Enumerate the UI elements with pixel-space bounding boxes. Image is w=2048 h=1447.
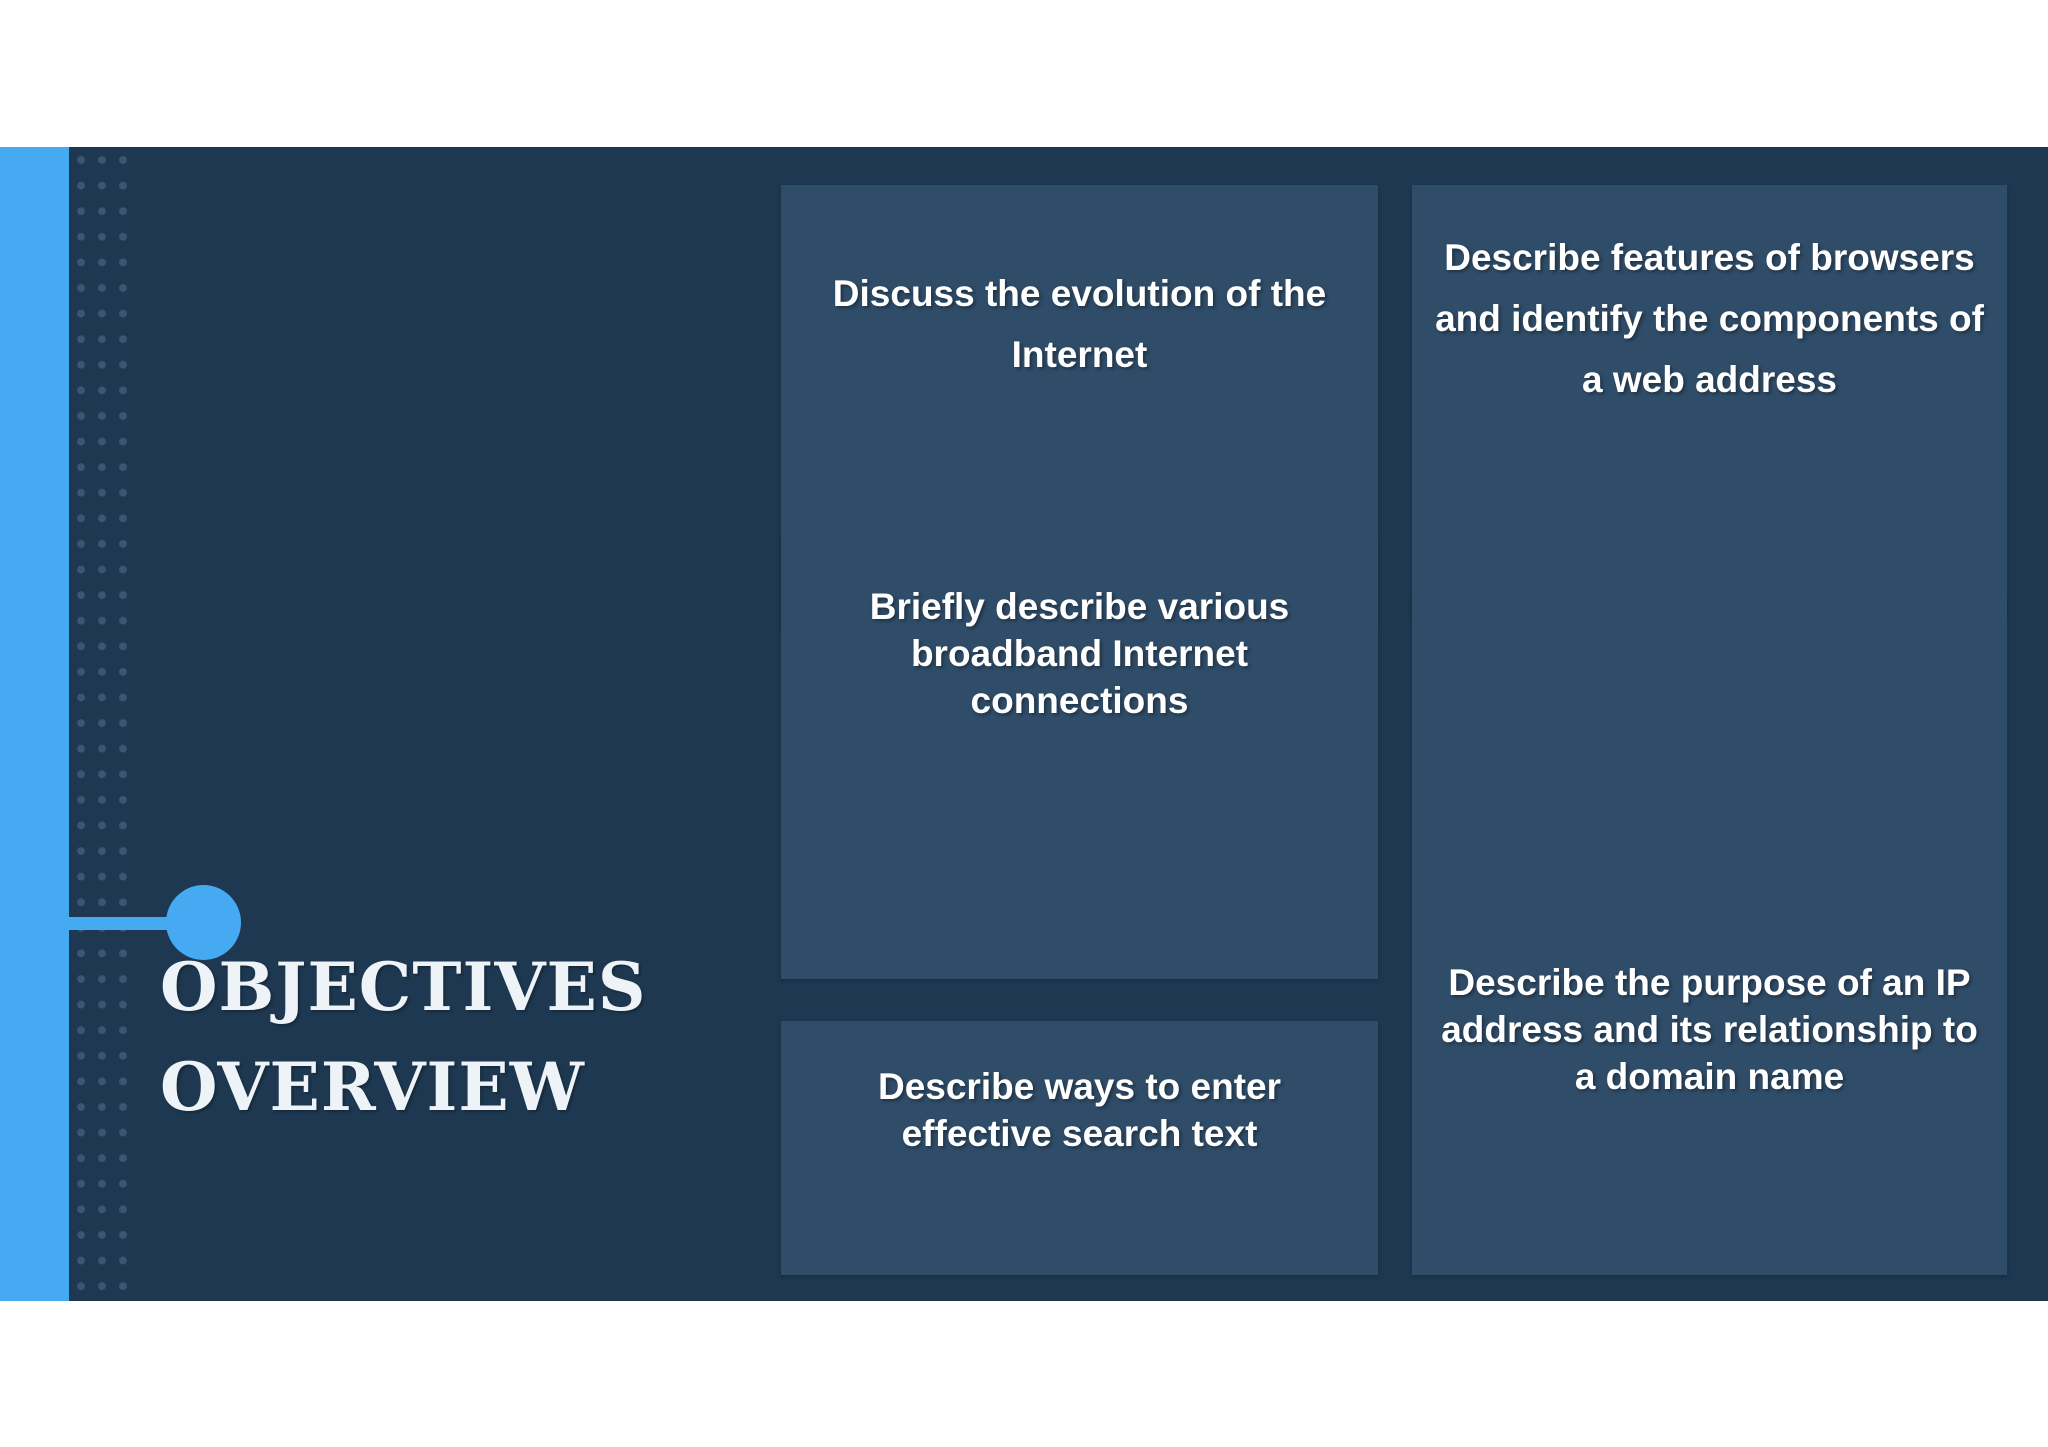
accent-bar	[0, 147, 69, 1301]
objective-card-text: Describe ways to enter effective search …	[877, 1066, 1282, 1154]
page-title-line-1: OBJECTIVES	[160, 948, 647, 1026]
objective-card-text: Discuss the evolution of the Internet	[832, 273, 1327, 375]
circle-bullet-decoration	[166, 885, 241, 960]
objective-card-text: Briefly describe various broadband Inter…	[869, 586, 1290, 721]
objective-card-text: Describe features of browsers and identi…	[1435, 237, 1984, 400]
connector-line-decoration	[55, 917, 175, 930]
objective-card-search[interactable]: Describe ways to enter effective search …	[781, 1021, 1378, 1275]
dot-pattern-decoration	[76, 147, 132, 1301]
objective-card-ip-address[interactable]: Describe the purpose of an IP address an…	[1412, 599, 2007, 1275]
objective-card-broadband[interactable]: Briefly describe various broadband Inter…	[781, 535, 1378, 979]
objective-card-text: Describe the purpose of an IP address an…	[1441, 962, 1978, 1097]
presentation-slide: OBJECTIVES OVERVIEW Discuss the evolutio…	[0, 147, 2048, 1301]
page-title-line-2: OVERVIEW	[160, 1048, 585, 1126]
objective-card-browsers[interactable]: Describe features of browsers and identi…	[1412, 185, 2007, 613]
page-title: OBJECTIVES OVERVIEW	[160, 937, 780, 1137]
